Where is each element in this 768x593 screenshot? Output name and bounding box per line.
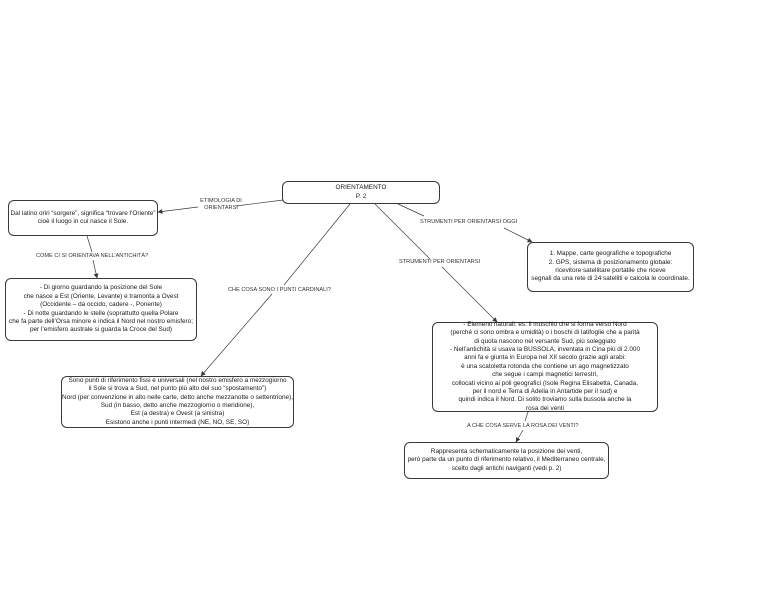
node-tools-line: che segue i campi magnetici terrestri,: [492, 371, 598, 379]
connector-etymology: [158, 199, 284, 212]
connector-tools: [374, 203, 497, 322]
node-tools-line: rosa dei venti: [525, 404, 564, 412]
link-label-line: ETIMOLOGIA DI: [200, 198, 242, 204]
node-wind-rose-line: però parte da un punto di riferimento re…: [407, 456, 606, 464]
node-ancient-line: per l’emisfero australe si guarda la Cro…: [29, 326, 173, 334]
node-ancient-line: che fa parte dell’Orsa minore e indica i…: [9, 317, 193, 325]
node-tools-line: quindi indica il Nord. Di solito troviam…: [458, 396, 632, 404]
link-label-cardinal: CHE COSA SONO I PUNTI CARDINALI?: [228, 287, 331, 294]
link-label-line: A CHE COSA SERVE LA ROSA DEI VENTI?: [467, 423, 579, 429]
node-cardinal-line: Nord (per convenzione in alto nelle cart…: [62, 393, 293, 401]
link-label-line: CHE COSA SONO I PUNTI CARDINALI?: [228, 287, 331, 293]
node-cardinal-line: Est (a destra) e Ovest (a sinistra): [130, 410, 225, 418]
connector-tools-today: [397, 203, 532, 242]
node-cardinal-line: Esistono anche i punti intermedi (NE, NO…: [105, 418, 250, 426]
node-cardinal[interactable]: Sono punti di riferimento fissi e univer…: [61, 376, 294, 428]
node-tools-today-line: segnali da una rete di 24 satelliti e ca…: [531, 275, 690, 283]
link-label-tools: STRUMENTI PER ORIENTARSI: [399, 259, 480, 266]
connector-ancient: [86, 235, 97, 278]
node-ancient[interactable]: - Di giorno guardando la posizione del S…: [5, 278, 197, 341]
link-label-ancient: COME CI SI ORIENTAVA NELL’ANTICHITÀ?: [36, 253, 148, 260]
node-tools-today-line: 2. GPS, sistema di posizionamento global…: [548, 258, 673, 266]
link-label-wind-rose: A CHE COSA SERVE LA ROSA DEI VENTI?: [467, 423, 579, 430]
node-tools[interactable]: - Elementi naturali: es. il muschio che …: [432, 320, 658, 412]
node-ancient-line: (Occidente – da occido, cadere -, Ponent…: [40, 301, 162, 309]
node-ancient-line: che nasce a Est (Oriente, Levante) e tra…: [23, 292, 179, 300]
node-tools-line: collocati vicino ai poli geografici (Iso…: [451, 379, 639, 387]
node-etymology-line: cioè il luogo in cui nasce il Sole.: [37, 218, 129, 225]
node-etymology[interactable]: Dal latino oriri “sorgere”, significa “t…: [8, 200, 158, 236]
link-label-line: STRUMENTI PER ORIENTARSI OGGI: [420, 219, 518, 225]
node-cardinal-line: il Sole si trova a Sud, nel punto più al…: [88, 385, 267, 393]
node-tools-today[interactable]: 1. Mappe, carte geografiche e topografic…: [527, 242, 694, 292]
node-root[interactable]: ORIENTAMENTO P. 2: [282, 181, 440, 204]
node-cardinal-line: Sono punti di riferimento fissi e univer…: [68, 376, 287, 384]
node-tools-line: (perché ci sono ombra e umidità) o i bos…: [450, 329, 640, 337]
node-wind-rose[interactable]: Rappresenta schematicamente la posizione…: [404, 442, 609, 479]
link-label-line: COME CI SI ORIENTAVA NELL’ANTICHITÀ?: [36, 253, 149, 259]
node-cardinal-line: Sud (in basso, detto anche mezzogiorno o…: [100, 402, 255, 409]
node-ancient-line: - Di giorno guardando la posizione del S…: [39, 284, 163, 292]
connector-wind-rose: [516, 411, 529, 442]
node-tools-today-line: ricevitore satellitare portatile che ric…: [555, 267, 666, 274]
link-label-line: STRUMENTI PER ORIENTARSI: [399, 259, 481, 265]
node-root-line: ORIENTAMENTO: [335, 184, 387, 192]
node-ancient-line: - Di notte guardando le stelle (soprattu…: [23, 309, 179, 317]
node-tools-today-line: 1. Mappe, carte geografiche e topografic…: [549, 250, 672, 258]
node-wind-rose-line: Rappresenta schematicamente la posizione…: [430, 447, 583, 455]
node-tools-line: per il nord e Terra di Adelia in Antarti…: [472, 388, 618, 396]
node-tools-line: è una scatoletta rotonda che contiene un…: [461, 362, 629, 370]
node-tools-line: - Nell’antichità si usava la BUSSOLA, in…: [449, 345, 641, 353]
node-etymology-line: Dal latino oriri “sorgere”, significa “t…: [10, 209, 156, 217]
link-label-etymology: ETIMOLOGIA DI ORIENTARSI: [198, 198, 244, 212]
node-tools-line: anni fa e giunta in Europa nel XII secol…: [464, 354, 626, 362]
link-label-tools-today: STRUMENTI PER ORIENTARSI OGGI: [420, 219, 517, 226]
link-label-line: ORIENTARSI: [204, 205, 238, 211]
node-tools-line: di quota nascono nel versante Sud, più s…: [474, 337, 616, 345]
node-wind-rose-line: scelto dagli antichi naviganti (vedi p. …: [451, 464, 562, 472]
node-root-line: P. 2: [355, 192, 367, 200]
node-tools-line: - Elementi naturali: es. il muschio che …: [463, 320, 627, 328]
connector-cardinal: [201, 203, 351, 376]
